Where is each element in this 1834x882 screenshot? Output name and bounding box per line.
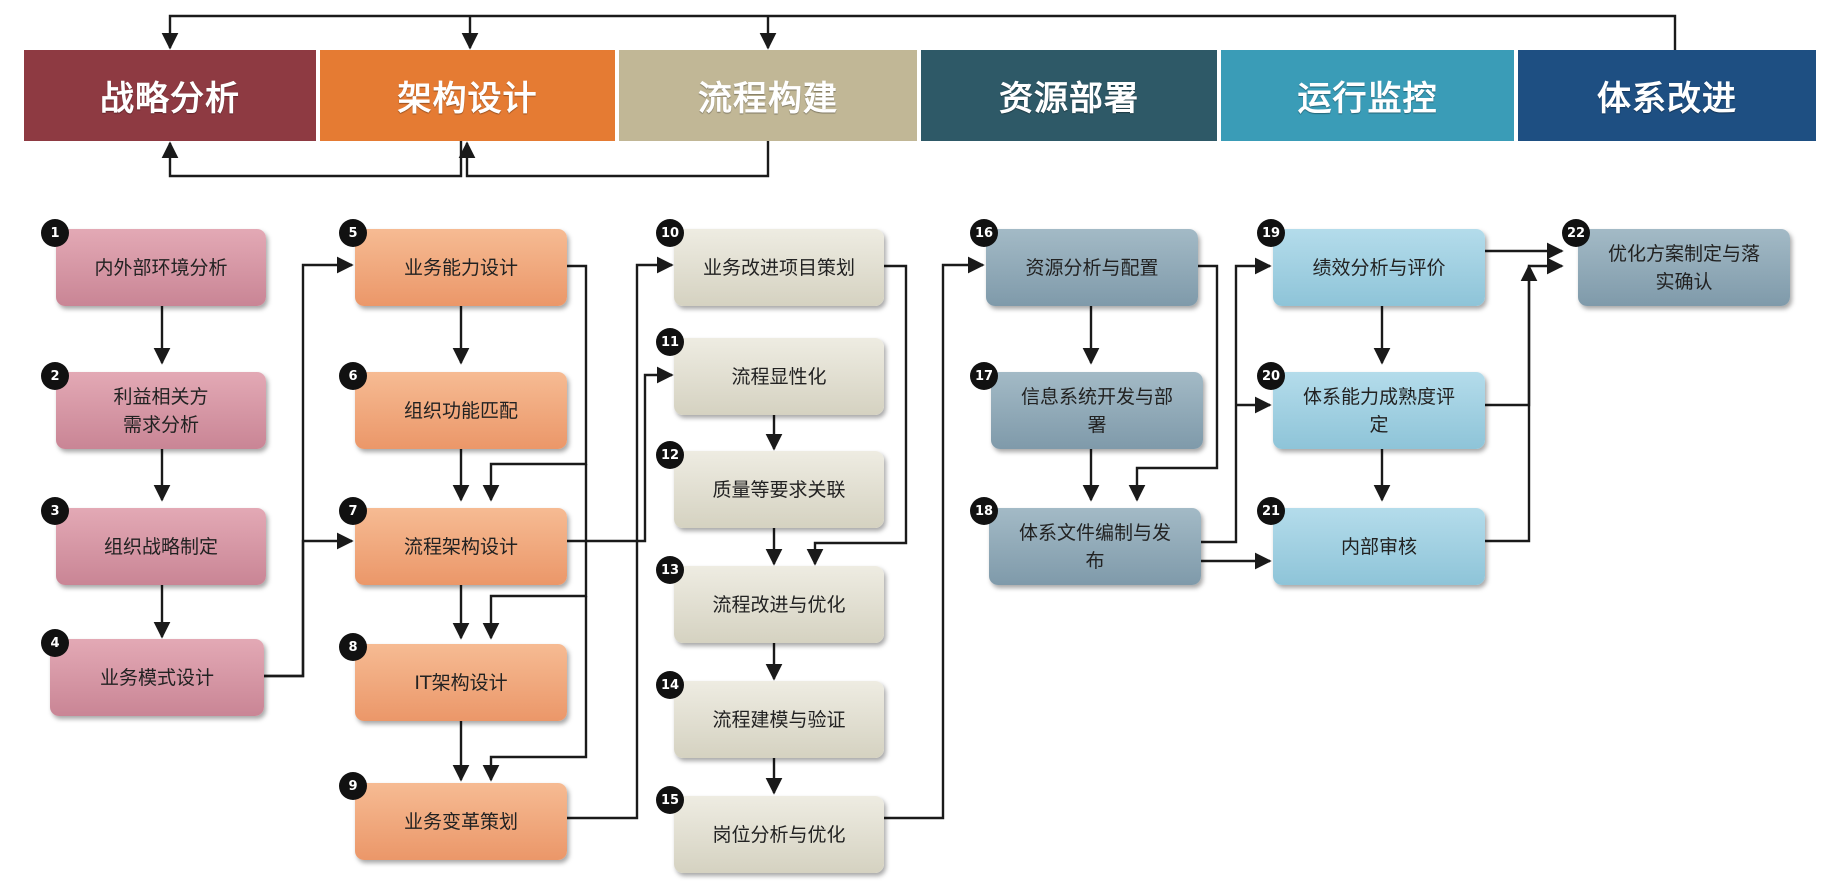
phase-system-improve: 体系改进 bbox=[1518, 50, 1816, 141]
step-6-box: 组织功能匹配 bbox=[355, 372, 567, 449]
step-label: IT架构设计 bbox=[414, 671, 508, 694]
step-label: 体系文件编制与发 布 bbox=[1018, 521, 1171, 572]
step-label: 信息系统开发与部 署 bbox=[1020, 385, 1173, 436]
step-15-box: 岗位分析与优化 bbox=[674, 796, 884, 873]
phase-label: 体系改进 bbox=[1597, 79, 1737, 119]
arrow-15-16 bbox=[884, 256, 985, 820]
step-number-badge: 16 bbox=[970, 219, 998, 247]
phase-label: 流程构建 bbox=[698, 79, 838, 119]
phase-process-build: 流程构建 bbox=[619, 50, 917, 141]
arrow-21-22 bbox=[1485, 264, 1538, 543]
step-2-box: 利益相关方 需求分析 bbox=[56, 372, 266, 449]
step-label: 组织战略制定 bbox=[103, 535, 218, 558]
step-number-badge: 2 bbox=[41, 362, 69, 390]
step-number-badge: 17 bbox=[970, 362, 998, 390]
loop-architecture-to-strategy bbox=[161, 141, 463, 178]
step-label: 流程建模与验证 bbox=[712, 708, 846, 731]
step-number-badge: 7 bbox=[339, 497, 367, 525]
step-label: 利益相关方 需求分析 bbox=[113, 385, 209, 436]
step-label: 优化方案制定与落 实确认 bbox=[1607, 242, 1760, 293]
step-number-badge: 8 bbox=[339, 633, 367, 661]
step-label: 内外部环境分析 bbox=[94, 256, 228, 279]
step-10-box: 业务改进项目策划 bbox=[674, 229, 884, 306]
step-number-badge: 22 bbox=[1562, 219, 1590, 247]
step-14-box: 流程建模与验证 bbox=[674, 681, 884, 758]
arrow-16-18 bbox=[1128, 264, 1219, 502]
step-number-badge: 18 bbox=[970, 497, 998, 525]
arrow-4-5 bbox=[264, 256, 354, 678]
phase-operation-monitor: 运行监控 bbox=[1221, 50, 1514, 141]
phase-label: 运行监控 bbox=[1297, 79, 1438, 119]
step-number-badge: 4 bbox=[41, 629, 69, 657]
step-number-badge: 1 bbox=[41, 219, 69, 247]
arrow-5-bypass-8 bbox=[482, 464, 588, 640]
step-number-badge: 14 bbox=[656, 671, 684, 699]
step-1-box: 内外部环境分析 bbox=[56, 229, 266, 306]
step-number-badge: 20 bbox=[1257, 362, 1285, 390]
phase-label: 架构设计 bbox=[397, 79, 538, 119]
step-8-box: IT架构设计 bbox=[355, 644, 567, 721]
arrow-20-22 bbox=[1485, 257, 1564, 407]
step-number-badge: 9 bbox=[339, 772, 367, 800]
step-16-box: 资源分析与配置 bbox=[986, 229, 1198, 306]
step-label: 质量等要求关联 bbox=[712, 478, 846, 501]
step-label: 流程改进与优化 bbox=[712, 593, 846, 616]
phase-label: 战略分析 bbox=[100, 79, 240, 119]
arrow-9-10 bbox=[567, 256, 674, 820]
step-13-box: 流程改进与优化 bbox=[674, 566, 884, 643]
step-22-box: 优化方案制定与落 实确认 bbox=[1578, 229, 1790, 306]
step-11-box: 流程显性化 bbox=[674, 338, 884, 415]
step-17-box: 信息系统开发与部 署 bbox=[991, 372, 1203, 449]
step-label: 绩效分析与评价 bbox=[1312, 256, 1446, 279]
step-label: 业务变革策划 bbox=[403, 810, 518, 833]
step-label: 资源分析与配置 bbox=[1025, 256, 1159, 279]
step-20-box: 体系能力成熟度评 定 bbox=[1273, 372, 1485, 449]
step-number-badge: 21 bbox=[1257, 497, 1285, 525]
step-label: 流程架构设计 bbox=[403, 535, 518, 558]
step-number-badge: 11 bbox=[656, 328, 684, 356]
arrow-10-13 bbox=[806, 264, 908, 566]
step-number-badge: 13 bbox=[656, 556, 684, 584]
step-21-box: 内部审核 bbox=[1273, 508, 1485, 585]
step-number-badge: 12 bbox=[656, 441, 684, 469]
loop-process-to-architecture bbox=[458, 141, 770, 178]
step-12-box: 质量等要求关联 bbox=[674, 451, 884, 528]
step-4-box: 业务模式设计 bbox=[50, 639, 264, 716]
step-label: 岗位分析与优化 bbox=[712, 823, 846, 846]
step-label: 体系能力成熟度评 定 bbox=[1302, 385, 1455, 436]
step-number-badge: 6 bbox=[339, 362, 367, 390]
phase-resource-deploy: 资源部署 bbox=[921, 50, 1217, 141]
step-9-box: 业务变革策划 bbox=[355, 783, 567, 860]
feedback-loop-top bbox=[161, 14, 1677, 50]
step-label: 内部审核 bbox=[1340, 535, 1417, 558]
step-number-badge: 3 bbox=[41, 497, 69, 525]
step-label: 业务改进项目策划 bbox=[702, 256, 855, 279]
arrow-7-11 bbox=[567, 366, 674, 543]
arrow-4-7 bbox=[264, 532, 354, 678]
step-number-badge: 5 bbox=[339, 219, 367, 247]
step-3-box: 组织战略制定 bbox=[56, 508, 266, 585]
step-number-badge: 10 bbox=[656, 219, 684, 247]
arrow-5-bypass-9 bbox=[482, 596, 588, 782]
step-label: 业务模式设计 bbox=[99, 666, 214, 689]
step-18-box: 体系文件编制与发 布 bbox=[989, 508, 1201, 585]
step-19-box: 绩效分析与评价 bbox=[1273, 229, 1485, 306]
phase-architecture-design: 架构设计 bbox=[320, 50, 615, 141]
step-label: 业务能力设计 bbox=[403, 256, 518, 279]
step-number-badge: 15 bbox=[656, 786, 684, 814]
phase-strategy-analysis: 战略分析 bbox=[24, 50, 316, 141]
phase-label: 资源部署 bbox=[999, 79, 1139, 119]
step-label: 组织功能匹配 bbox=[403, 399, 518, 422]
step-5-box: 业务能力设计 bbox=[355, 229, 567, 306]
step-7-box: 流程架构设计 bbox=[355, 508, 567, 585]
step-number-badge: 19 bbox=[1257, 219, 1285, 247]
step-label: 流程显性化 bbox=[731, 365, 827, 388]
